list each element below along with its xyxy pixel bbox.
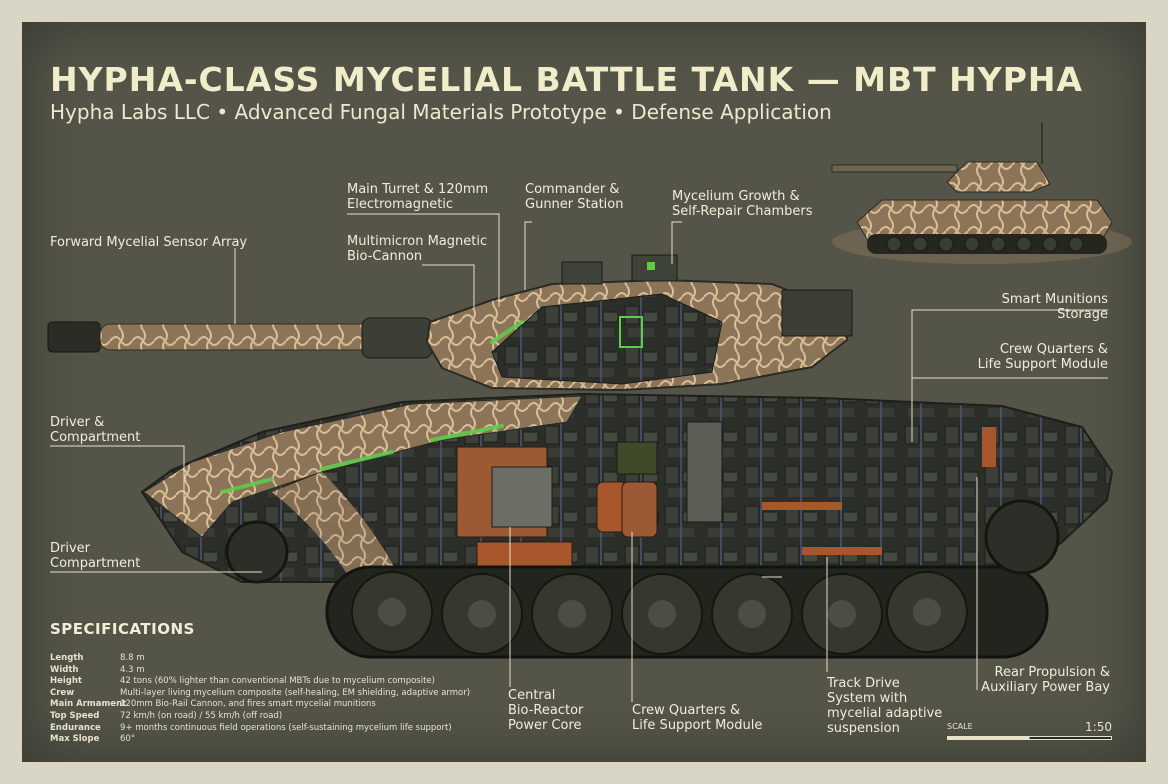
specs-heading: SPECIFICATIONS (50, 620, 195, 638)
tank-cutaway-illustration (47, 122, 1132, 702)
scale-bar (947, 736, 1112, 740)
tank-main (47, 254, 1114, 659)
callout-growth-chambers: Mycelium Growth & Self-Repair Chambers (672, 189, 813, 219)
scale-ratio: 1:50 (1085, 720, 1112, 734)
callout-leader-lines (50, 213, 1108, 702)
poster-panel: HYPHA-CLASS MYCELIAL BATTLE TANK — MBT H… (22, 22, 1146, 762)
inset-tank-render (831, 122, 1132, 264)
callout-commander-gunner: Commander & Gunner Station (525, 182, 624, 212)
callout-power-core: Central Bio-Reactor Power Core (508, 688, 584, 733)
page-title: HYPHA-CLASS MYCELIAL BATTLE TANK — MBT H… (50, 60, 1084, 99)
callout-sensor-array: Forward Mycelial Sensor Array (50, 235, 248, 250)
scale-bar-group: SCALE 1:50 (947, 720, 1112, 744)
callout-crew-quarters-bottom: Crew Quarters & Life Support Module (632, 703, 763, 733)
callout-bio-cannon: Multimicron Magnetic Bio-Cannon (347, 234, 488, 264)
callout-rear-propulsion: Rear Propulsion & Auxiliary Power Bay (981, 665, 1110, 695)
callout-driver-lower: Driver Compartment (50, 541, 141, 571)
callout-driver-upper: Driver & Compartment (50, 415, 141, 445)
callout-track-drive: Track Drive System with mycelial adaptiv… (827, 676, 943, 736)
callout-main-turret: Main Turret & 120mm Electromagnetic (347, 182, 489, 212)
page-subtitle: Hypha Labs LLC • Advanced Fungal Materia… (50, 100, 832, 124)
scale-label: SCALE (947, 722, 973, 731)
callout-smart-munitions: Smart Munitions Storage (1001, 292, 1108, 322)
callout-crew-quarters-top: Crew Quarters & Life Support Module (977, 342, 1108, 372)
